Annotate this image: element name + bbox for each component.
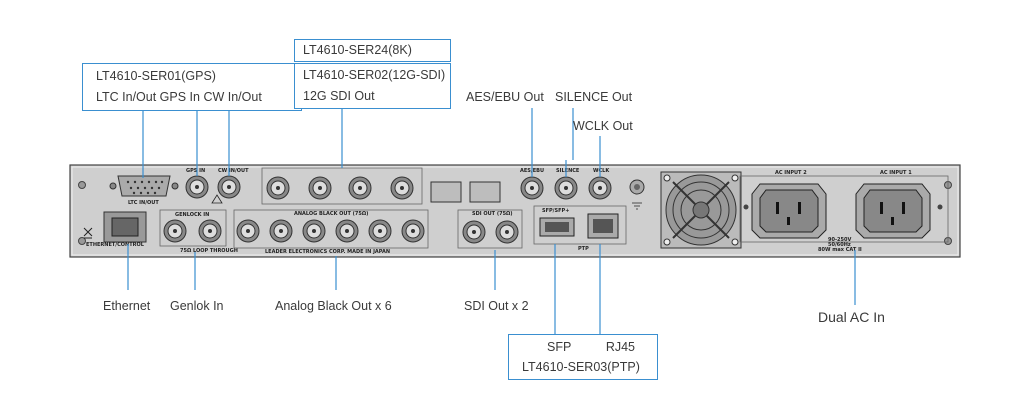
ac-spec-1: 90-250V [828,237,851,243]
ser03-callout-box: SFP RJ45 LT4610-SER03(PTP) [508,334,658,380]
analog-bnc-3 [302,219,326,243]
loop-through-panel-label: 75Ω LOOP THROUGH [180,248,238,254]
ac2-panel-label: AC INPUT 2 [775,170,807,176]
analog-black-label: Analog Black Out x 6 [275,299,392,313]
ser01-title: LT4610-SER01(GPS) [96,69,216,83]
sdi-panel-label: SDI OUT (75Ω) [472,211,513,217]
analog-bnc-1 [236,219,260,243]
ser01-ports: LTC In/Out GPS In CW In/Out [96,90,262,104]
ac-spec-2: 50/60Hz [828,242,851,248]
sdi-bnc-2 [495,220,519,244]
sdi-12g-bnc-3 [348,176,372,200]
genlock-label: Genlok In [170,299,224,313]
sdi-out-group [457,209,523,249]
callout-lines [127,108,856,334]
sfp-panel-label: SFP/SFP+ [542,208,569,214]
ac-group [739,175,949,243]
fan-icon [660,171,742,249]
analog-bnc-5 [368,219,392,243]
sdi-12g-bnc-2 [308,176,332,200]
ptp-panel-label: PTP [578,246,589,252]
sdi-12g-bnc-1 [266,176,290,200]
analog-black-group [233,209,429,249]
ac-inlet-2 [751,183,827,239]
genlock-bnc-2 [198,219,222,243]
ac-spec-3: 80W max CAT II [818,247,862,253]
ser02-title: LT4610-SER02(12G-SDI) [303,68,446,82]
aes-out-label: AES/EBU Out [466,90,544,104]
screw-icon [937,204,943,210]
blank-cover [430,181,462,203]
cw-bnc-connector [217,175,241,199]
ser01-callout-box: LT4610-SER01(GPS) LTC In/Out GPS In CW I… [82,63,302,111]
wclk-out-label: WCLK Out [573,119,633,133]
genlock-panel-label: GENLOCK IN [175,212,209,218]
weee-icon [83,227,93,239]
ser24-callout-box: LT4610-SER24(8K) [294,39,451,62]
analog-bnc-2 [269,219,293,243]
genlock-bnc-1 [163,219,187,243]
ser02-ports: 12G SDI Out [303,89,375,103]
screw-icon [78,237,86,245]
gps-panel-label: GPS IN [186,168,205,174]
silence-out-label: SILENCE Out [555,90,633,104]
ground-icon [632,202,642,210]
ser03-ports: SFP RJ45 [547,340,635,354]
ethernet-panel-label: ETHERNET/CONTROL [86,242,145,248]
sdi-12g-bnc-4 [390,176,414,200]
ptp-group [533,205,627,245]
analog-bnc-4 [335,219,359,243]
ltc-connector [109,175,179,197]
blank-cover [469,181,501,203]
sdi-out-label: SDI Out x 2 [464,299,529,313]
ser03-title: LT4610-SER03(PTP) [522,360,640,374]
wclk-panel-label: WCLK [593,168,610,174]
ser24-title: LT4610-SER24(8K) [303,43,412,57]
analog-panel-label: ANALOG BLACK OUT (75Ω) [294,211,368,217]
ltc-panel-label: LTC IN/OUT [128,200,159,206]
screw-icon [743,204,749,210]
cw-panel-label: CW IN/OUT [218,168,249,174]
silence-bnc-connector [554,176,578,200]
sdi-bnc-1 [462,220,486,244]
dual-ac-label: Dual AC In [818,309,885,325]
wclk-bnc-connector [588,176,612,200]
gps-bnc-connector [185,175,209,199]
genlock-group [159,209,227,247]
ethernet-label: Ethernet [103,299,151,313]
silence-panel-label: SILENCE [556,168,580,174]
leader-panel-label: LEADER ELECTRONICS CORP. MADE IN JAPAN [265,249,390,255]
screw-icon [78,181,86,189]
ser02-callout-box: LT4610-SER02(12G-SDI) 12G SDI Out [294,63,451,109]
analog-bnc-6 [401,219,425,243]
warning-icon [211,194,223,204]
ac-inlet-1 [855,183,931,239]
ac1-panel-label: AC INPUT 1 [880,170,912,176]
aes-bnc-connector [520,176,544,200]
